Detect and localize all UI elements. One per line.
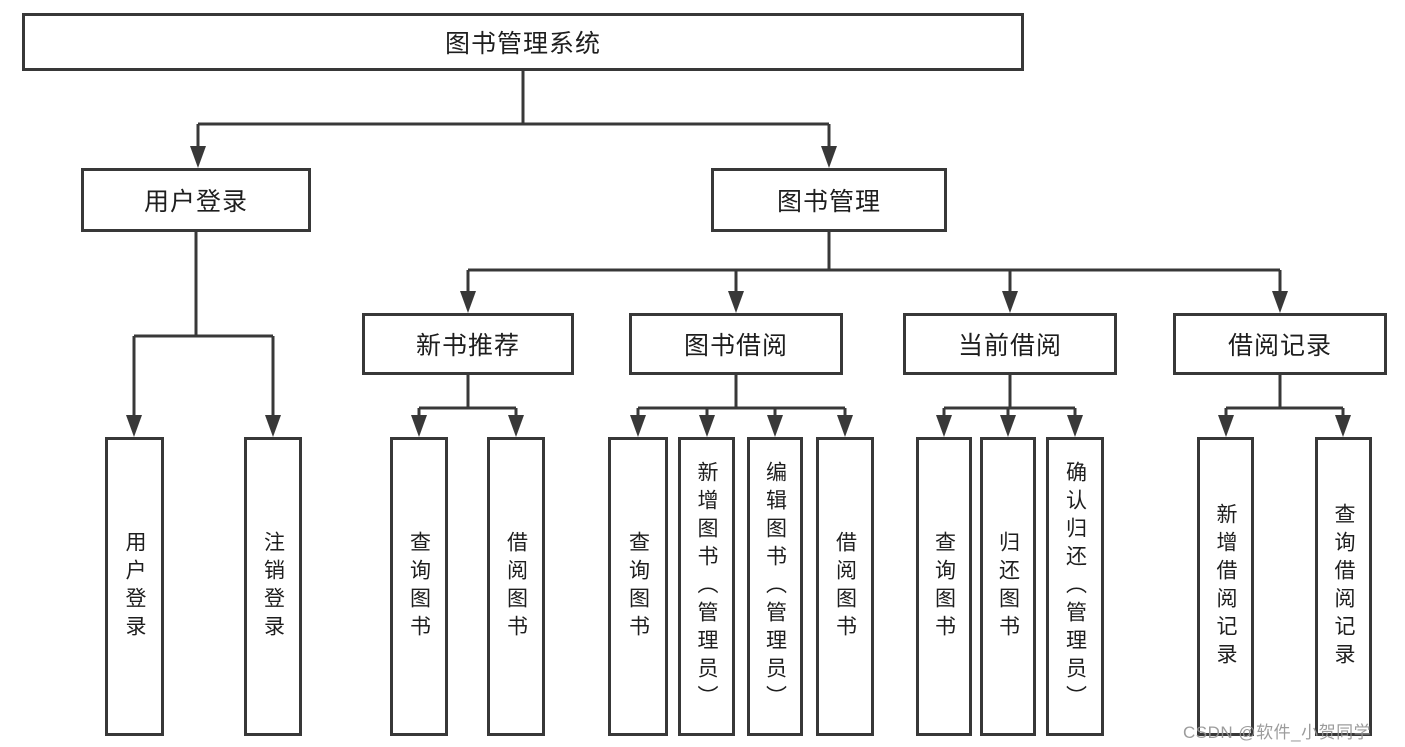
leaf-label: 编辑图书（管理员）	[763, 460, 787, 713]
leaf-query-books-1: 查询图书	[390, 437, 448, 736]
node-book-borrowing: 图书借阅	[629, 313, 843, 375]
node-library-management-system: 图书管理系统	[22, 13, 1024, 71]
leaf-label: 查询图书	[626, 530, 650, 643]
leaf-label: 查询图书	[407, 530, 431, 643]
leaf-add-books-admin: 新增图书（管理员）	[678, 437, 735, 736]
leaf-label: 新增借阅记录	[1214, 502, 1237, 671]
leaf-label: 查询图书	[932, 530, 956, 643]
csdn-watermark: CSDN @软件_小贺同学	[1183, 723, 1372, 742]
leaf-confirm-return-admin: 确认归还（管理员）	[1046, 437, 1104, 736]
leaf-label: 确认归还（管理员）	[1063, 460, 1087, 713]
leaf-query-books-3: 查询图书	[916, 437, 972, 736]
node-new-book-recommend: 新书推荐	[362, 313, 574, 375]
leaf-borrow-books-2: 借阅图书	[816, 437, 874, 736]
leaf-label: 归还图书	[996, 530, 1020, 643]
leaf-label: 新增图书（管理员）	[695, 460, 718, 713]
leaf-query-books-2: 查询图书	[608, 437, 668, 736]
leaf-label: 借阅图书	[504, 530, 528, 643]
leaf-label: 借阅图书	[833, 530, 857, 643]
leaf-label: 注销登录	[261, 530, 285, 643]
node-borrowing-records: 借阅记录	[1173, 313, 1387, 375]
leaf-query-borrow-record: 查询借阅记录	[1315, 437, 1372, 736]
leaf-label: 用户登录	[123, 530, 146, 643]
leaf-return-books: 归还图书	[980, 437, 1036, 736]
arrowheads	[126, 146, 1351, 437]
leaf-borrow-books-1: 借阅图书	[487, 437, 545, 736]
leaf-edit-books-admin: 编辑图书（管理员）	[747, 437, 803, 736]
node-user-login: 用户登录	[81, 168, 311, 232]
leaf-logout: 注销登录	[244, 437, 302, 736]
node-current-borrowing: 当前借阅	[903, 313, 1117, 375]
leaf-user-login: 用户登录	[105, 437, 164, 736]
leaf-label: 查询借阅记录	[1332, 502, 1355, 671]
leaf-add-borrow-record: 新增借阅记录	[1197, 437, 1254, 736]
node-book-management: 图书管理	[711, 168, 947, 232]
